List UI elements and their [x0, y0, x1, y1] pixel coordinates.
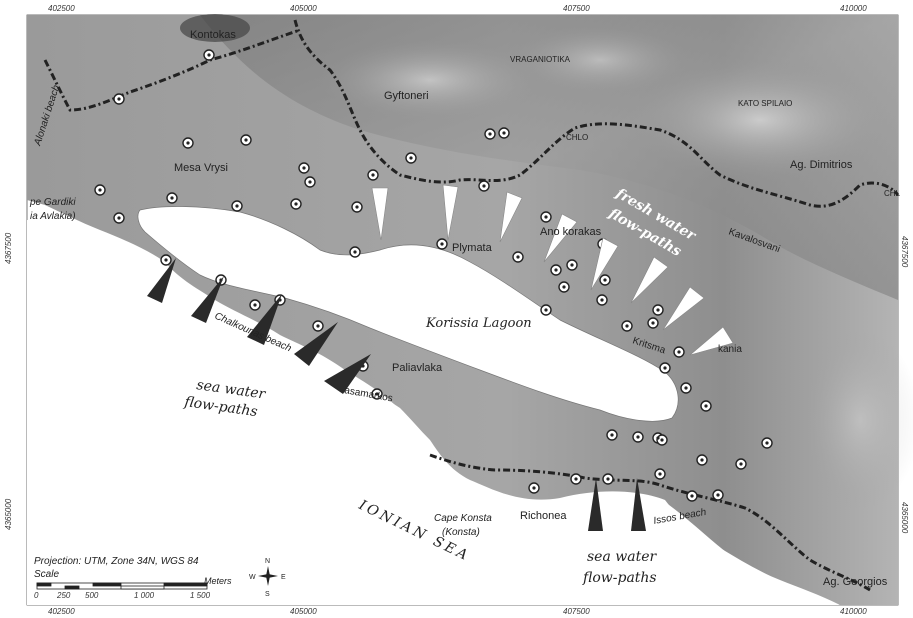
- fresh-water-arrow: [543, 213, 578, 263]
- place-label: Paliavlaka: [392, 362, 443, 374]
- top-tick: 405000: [290, 4, 317, 13]
- right-tick: 4365000: [900, 502, 909, 534]
- place-label: VRAGANIOTIKA: [510, 55, 571, 64]
- bottom-tick: 407500: [563, 607, 590, 616]
- sea-water-annotation: flow-paths: [582, 570, 657, 586]
- scale-tick: 250: [56, 591, 71, 600]
- left-tick: 4367500: [4, 232, 13, 264]
- bottom-tick: 402500: [48, 607, 75, 616]
- ridge-highlight: [510, 25, 690, 95]
- fresh-water-arrow: [689, 326, 734, 356]
- place-label: Mesa Vrysi: [174, 162, 228, 174]
- fresh-water-arrow: [371, 187, 389, 241]
- sea-water-arrow: [324, 354, 371, 394]
- svg-text:W: W: [249, 574, 256, 581]
- scale-bar: [36, 582, 208, 590]
- scale-tick: 1 000: [134, 591, 155, 600]
- left-tick: 4365000: [4, 498, 13, 530]
- sea-water-arrow: [191, 276, 224, 323]
- watershed-boundary: [43, 19, 900, 592]
- place-label: pe Gardiki: [29, 197, 76, 208]
- fresh-water-arrows: [371, 184, 734, 356]
- place-label: Ano korakas: [540, 226, 602, 238]
- sea-water-arrows: [147, 258, 646, 531]
- compass-icon: N S E W: [249, 558, 286, 598]
- place-label: Cape Konsta: [434, 513, 492, 524]
- place-label: CHL: [884, 189, 901, 198]
- top-tick: 402500: [48, 4, 75, 13]
- ridge-highlight: [320, 40, 540, 120]
- place-label: ia Avlakia): [30, 211, 76, 222]
- lagoon-label: Korissia Lagoon: [425, 316, 532, 331]
- scale-meters-label: Meters: [204, 576, 232, 586]
- scale-tick: 500: [85, 591, 99, 600]
- sea-water-arrow: [294, 322, 338, 366]
- top-tick: 407500: [563, 4, 590, 13]
- scale-tick: 0: [34, 591, 39, 600]
- sea-water-arrow: [631, 478, 646, 531]
- place-label: Plymata: [452, 242, 493, 254]
- sea-water-arrow: [147, 258, 176, 303]
- place-label: Ag. Dimitrios: [790, 159, 853, 171]
- fresh-water-arrow: [662, 286, 705, 331]
- svg-text:S: S: [265, 591, 270, 598]
- place-label: Kontokas: [190, 29, 236, 41]
- svg-text:N: N: [265, 558, 270, 565]
- ridge-highlight: [800, 330, 913, 510]
- place-label: (Konsta): [442, 527, 480, 538]
- sea-water-arrow: [588, 478, 603, 531]
- top-tick: 410000: [840, 4, 867, 13]
- place-label: KATO SPILAIO: [738, 99, 792, 108]
- place-label: Gyftoneri: [384, 90, 429, 102]
- right-tick: 4367500: [900, 236, 909, 268]
- bottom-tick: 410000: [840, 607, 867, 616]
- place-label: CHLO: [566, 133, 588, 142]
- sea-water-annotation: sea water: [587, 549, 658, 565]
- dark-peak: [180, 14, 250, 42]
- korissia-lagoon: [137, 206, 679, 422]
- place-label: kania: [718, 344, 742, 355]
- scale-label: Scale: [34, 569, 59, 580]
- fresh-water-arrow: [442, 184, 459, 241]
- sea-water-arrow: [247, 294, 282, 345]
- fresh-water-arrow: [630, 256, 669, 304]
- scale-tick: 1 500: [190, 591, 211, 600]
- bottom-tick: 405000: [290, 607, 317, 616]
- fresh-water-arrow: [590, 237, 619, 291]
- svg-text:E: E: [281, 574, 286, 581]
- place-label: Richonea: [520, 510, 567, 522]
- fresh-water-arrow: [499, 191, 523, 243]
- place-label: Ag. Georgios: [823, 576, 888, 588]
- projection-text: Projection: UTM, Zone 34N, WGS 84: [34, 556, 199, 567]
